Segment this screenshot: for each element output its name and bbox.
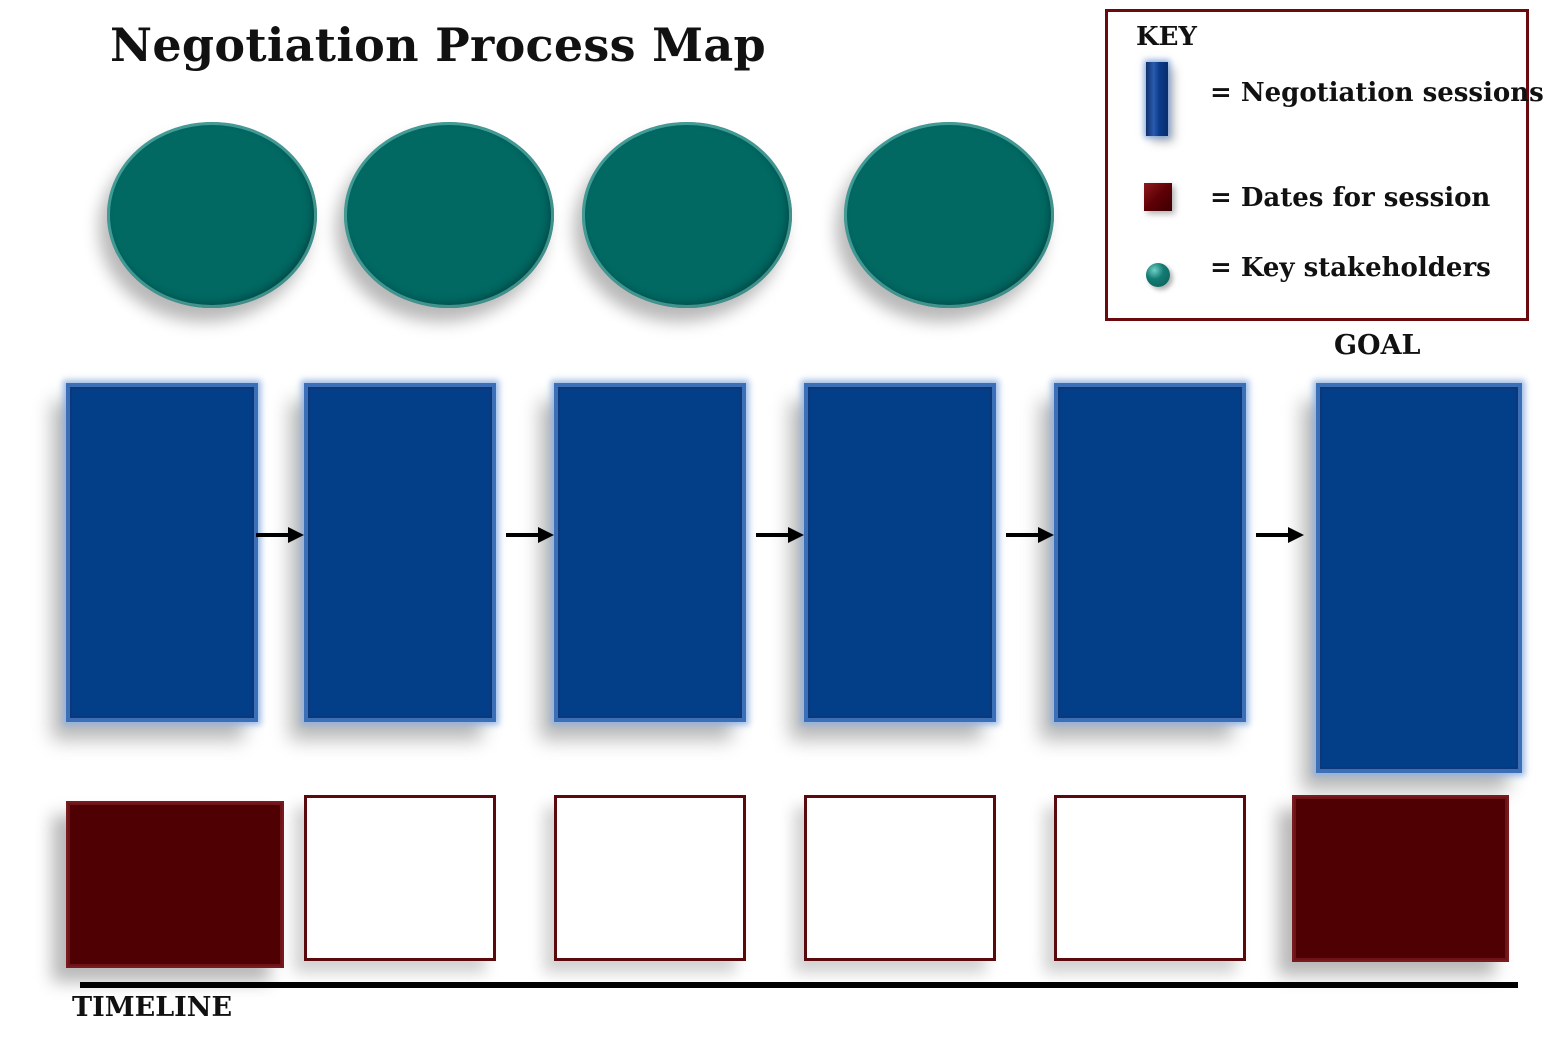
negotiation-session-box[interactable] <box>66 383 258 722</box>
key-legend: KEY = Negotiation sessions = Dates for s… <box>1105 9 1544 321</box>
start-date-box[interactable] <box>66 801 284 968</box>
arrow-right-icon <box>256 527 304 543</box>
negotiation-session-box[interactable] <box>1054 383 1246 722</box>
timeline-label: TIMELINE <box>72 992 233 1023</box>
session-date-box[interactable] <box>1054 795 1246 961</box>
stakeholder-circle-icon <box>1146 263 1170 287</box>
goal-date-box[interactable] <box>1292 795 1509 962</box>
arrow-right-icon <box>1256 527 1304 543</box>
goal-session-box[interactable] <box>1316 383 1522 773</box>
key-label-dates: = Dates for session <box>1210 183 1491 213</box>
negotiation-session-icon <box>1146 62 1168 136</box>
session-date-box[interactable] <box>304 795 496 961</box>
arrow-right-icon <box>756 527 804 543</box>
goal-label: GOAL <box>1334 330 1421 361</box>
key-heading: KEY <box>1136 22 1197 52</box>
session-date-box[interactable] <box>804 795 996 961</box>
date-square-icon <box>1144 183 1172 211</box>
negotiation-session-box[interactable] <box>804 383 996 722</box>
negotiation-session-box[interactable] <box>304 383 496 722</box>
arrow-right-icon <box>506 527 554 543</box>
arrow-right-icon <box>1006 527 1054 543</box>
page-title: Negotiation Process Map <box>110 18 766 72</box>
stakeholder-circle[interactable] <box>844 122 1054 308</box>
negotiation-session-box[interactable] <box>554 383 746 722</box>
stakeholder-circle[interactable] <box>582 122 792 308</box>
key-label-stakeholders: = Key stakeholders <box>1210 253 1491 283</box>
stakeholder-circle[interactable] <box>344 122 554 308</box>
timeline-line <box>80 982 1518 988</box>
stakeholder-circle[interactable] <box>107 122 317 308</box>
key-label-sessions: = Negotiation sessions <box>1210 78 1544 108</box>
session-date-box[interactable] <box>554 795 746 961</box>
